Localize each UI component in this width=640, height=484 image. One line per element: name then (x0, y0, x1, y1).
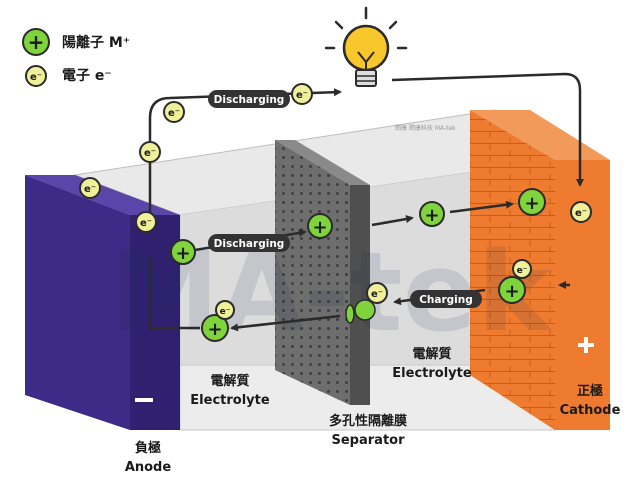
electron-particle: e⁻ (139, 141, 161, 163)
ion-particle: + (170, 239, 196, 265)
external-circuit (148, 72, 584, 330)
svg-text:+: + (524, 193, 539, 214)
anode-top (25, 175, 180, 215)
electrolyte-left-zh: 電解質 (210, 373, 249, 389)
electron-particle: e⁻ (79, 177, 101, 199)
legend: + 陽離子 M⁺ e⁻ 電子 e⁻ (22, 28, 130, 87)
separator (275, 140, 370, 405)
svg-text:+: + (312, 217, 327, 238)
svg-text:+: + (175, 243, 190, 264)
ion-particle-in-separator (345, 299, 376, 324)
electron-particle: e⁻ (512, 259, 532, 279)
cathode-zh: 正極 (577, 383, 603, 399)
label-charging: Charging (410, 290, 482, 308)
electron-particles: e⁻ e⁻ e⁻ e⁻ e⁻ e⁻ e⁻ e⁻ (79, 83, 592, 320)
electrolyte-left-en: Electrolyte (190, 393, 270, 408)
ion-particle: + (498, 276, 526, 304)
label-discharging-top: Discharging (208, 90, 290, 108)
electron-particle: e⁻ (135, 211, 157, 233)
svg-text:e⁻: e⁻ (168, 108, 180, 119)
svg-text:+: + (504, 281, 519, 302)
svg-text:+: + (28, 30, 45, 54)
electron-particle: e⁻ (291, 83, 313, 105)
legend-electron: e⁻ 電子 e⁻ (25, 65, 112, 87)
electron-particle: e⁻ (215, 300, 235, 320)
anode-en: Anode (125, 460, 172, 475)
svg-text:+: + (424, 205, 439, 226)
anode-sign-bar (135, 398, 153, 402)
svg-text:e⁻: e⁻ (371, 289, 383, 300)
ion-particle: + (518, 188, 546, 216)
arrow-charging-left (230, 314, 341, 332)
svg-text:e⁻: e⁻ (517, 266, 528, 276)
svg-text:Charging: Charging (419, 294, 473, 306)
anode-side (130, 215, 180, 430)
electron-particle: e⁻ (570, 201, 592, 223)
cathode-sign-v (584, 337, 588, 353)
cathode-top (470, 110, 610, 160)
svg-text:e⁻: e⁻ (30, 72, 42, 83)
legend-ion-label: 陽離子 M⁺ (62, 34, 130, 51)
light-bulb-icon (324, 6, 408, 87)
anode-front (25, 175, 130, 430)
ion-particle: + (201, 314, 229, 342)
wire-to-cathode (391, 72, 584, 187)
anode-zh: 負極 (135, 440, 161, 456)
legend-electron-label: 電子 e⁻ (62, 67, 112, 84)
separator-pores (275, 140, 350, 405)
electrolyte-right-en: Electrolyte (392, 366, 472, 381)
cathode-en: Cathode (560, 403, 621, 418)
svg-text:e⁻: e⁻ (144, 148, 156, 159)
legend-ion: + 陽離子 M⁺ (22, 28, 130, 56)
svg-text:Discharging: Discharging (214, 94, 285, 106)
svg-text:e⁻: e⁻ (220, 307, 231, 317)
ion-particles: + + + + + + (170, 188, 546, 342)
separator-en: Separator (332, 433, 406, 448)
svg-text:e⁻: e⁻ (575, 208, 587, 219)
wire-discharge-top (148, 88, 342, 232)
electron-particle: e⁻ (163, 101, 185, 123)
arrow-sep-right (371, 215, 414, 227)
svg-text:e⁻: e⁻ (140, 218, 152, 229)
separator-top (275, 140, 370, 185)
cathode-front (555, 160, 610, 430)
arrow-to-cathode (449, 200, 514, 214)
ion-particle: + (419, 201, 445, 227)
electrolyte-right-zh: 電解質 (412, 346, 451, 362)
anode (25, 175, 180, 430)
svg-text:+: + (207, 319, 222, 340)
wire-anode-loop (148, 258, 200, 330)
separator-zh: 多孔性隔離膜 (329, 413, 407, 429)
svg-text:e⁻: e⁻ (296, 90, 308, 101)
svg-text:e⁻: e⁻ (84, 184, 96, 195)
label-discharging-mid: Discharging (208, 234, 290, 252)
separator-edge (350, 185, 370, 405)
header-small-text: 閎康 閎康科技 MA-tek (395, 124, 456, 132)
ion-particle: + (307, 213, 333, 239)
svg-text:Discharging: Discharging (214, 238, 285, 250)
electron-particle: e⁻ (366, 282, 388, 304)
